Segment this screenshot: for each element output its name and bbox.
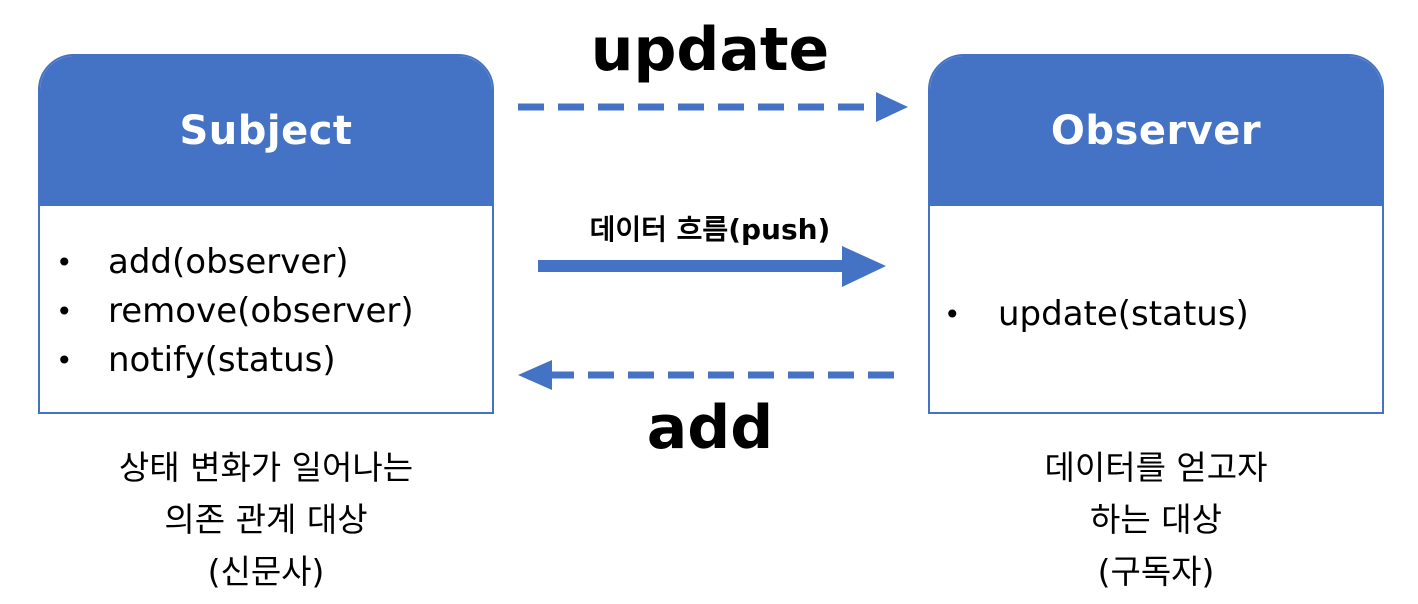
subject-method-list: • add(observer) • remove(observer) • not… bbox=[40, 238, 492, 385]
subject-caption: 상태 변화가 일어나는 의존 관계 대상 (신문사) bbox=[38, 442, 494, 598]
method-update: update(status) bbox=[998, 294, 1249, 334]
bullet-icon: • bbox=[56, 344, 73, 377]
subject-caption-line: (신문사) bbox=[207, 552, 325, 591]
subject-title: Subject bbox=[179, 108, 353, 154]
add-label: add bbox=[646, 393, 774, 463]
update-label: update bbox=[590, 15, 830, 85]
observer-caption-line: 데이터를 얻고자 bbox=[1044, 448, 1268, 487]
subject-method-item: • remove(observer) bbox=[40, 287, 492, 336]
method-remove: remove(observer) bbox=[108, 291, 414, 331]
observer-caption-line: (구독자) bbox=[1097, 552, 1215, 591]
method-add: add(observer) bbox=[108, 242, 349, 282]
observer-box: Observer • update(status) bbox=[928, 54, 1384, 414]
bullet-icon: • bbox=[56, 246, 73, 279]
bullet-icon: • bbox=[944, 298, 961, 331]
push-label: 데이터 흐름(push) bbox=[589, 213, 831, 246]
observer-method-item: • update(status) bbox=[930, 290, 1382, 339]
subject-caption-line: 의존 관계 대상 bbox=[164, 500, 368, 539]
subject-header: Subject bbox=[40, 56, 492, 206]
push-arrow bbox=[538, 246, 886, 287]
observer-header: Observer bbox=[930, 56, 1382, 206]
add-arrow bbox=[518, 360, 906, 390]
observer-caption: 데이터를 얻고자 하는 대상 (구독자) bbox=[928, 442, 1384, 598]
subject-method-item: • add(observer) bbox=[40, 238, 492, 287]
update-arrow bbox=[518, 92, 908, 122]
bullet-icon: • bbox=[56, 295, 73, 328]
observer-caption-line: 하는 대상 bbox=[1090, 500, 1222, 539]
observer-title: Observer bbox=[1050, 108, 1262, 154]
observer-method-list: • update(status) bbox=[930, 290, 1382, 339]
subject-box: Subject • add(observer) • remove(observe… bbox=[38, 54, 494, 414]
subject-method-item: • notify(status) bbox=[40, 336, 492, 385]
method-notify: notify(status) bbox=[108, 340, 336, 380]
subject-caption-line: 상태 변화가 일어나는 bbox=[118, 448, 414, 487]
